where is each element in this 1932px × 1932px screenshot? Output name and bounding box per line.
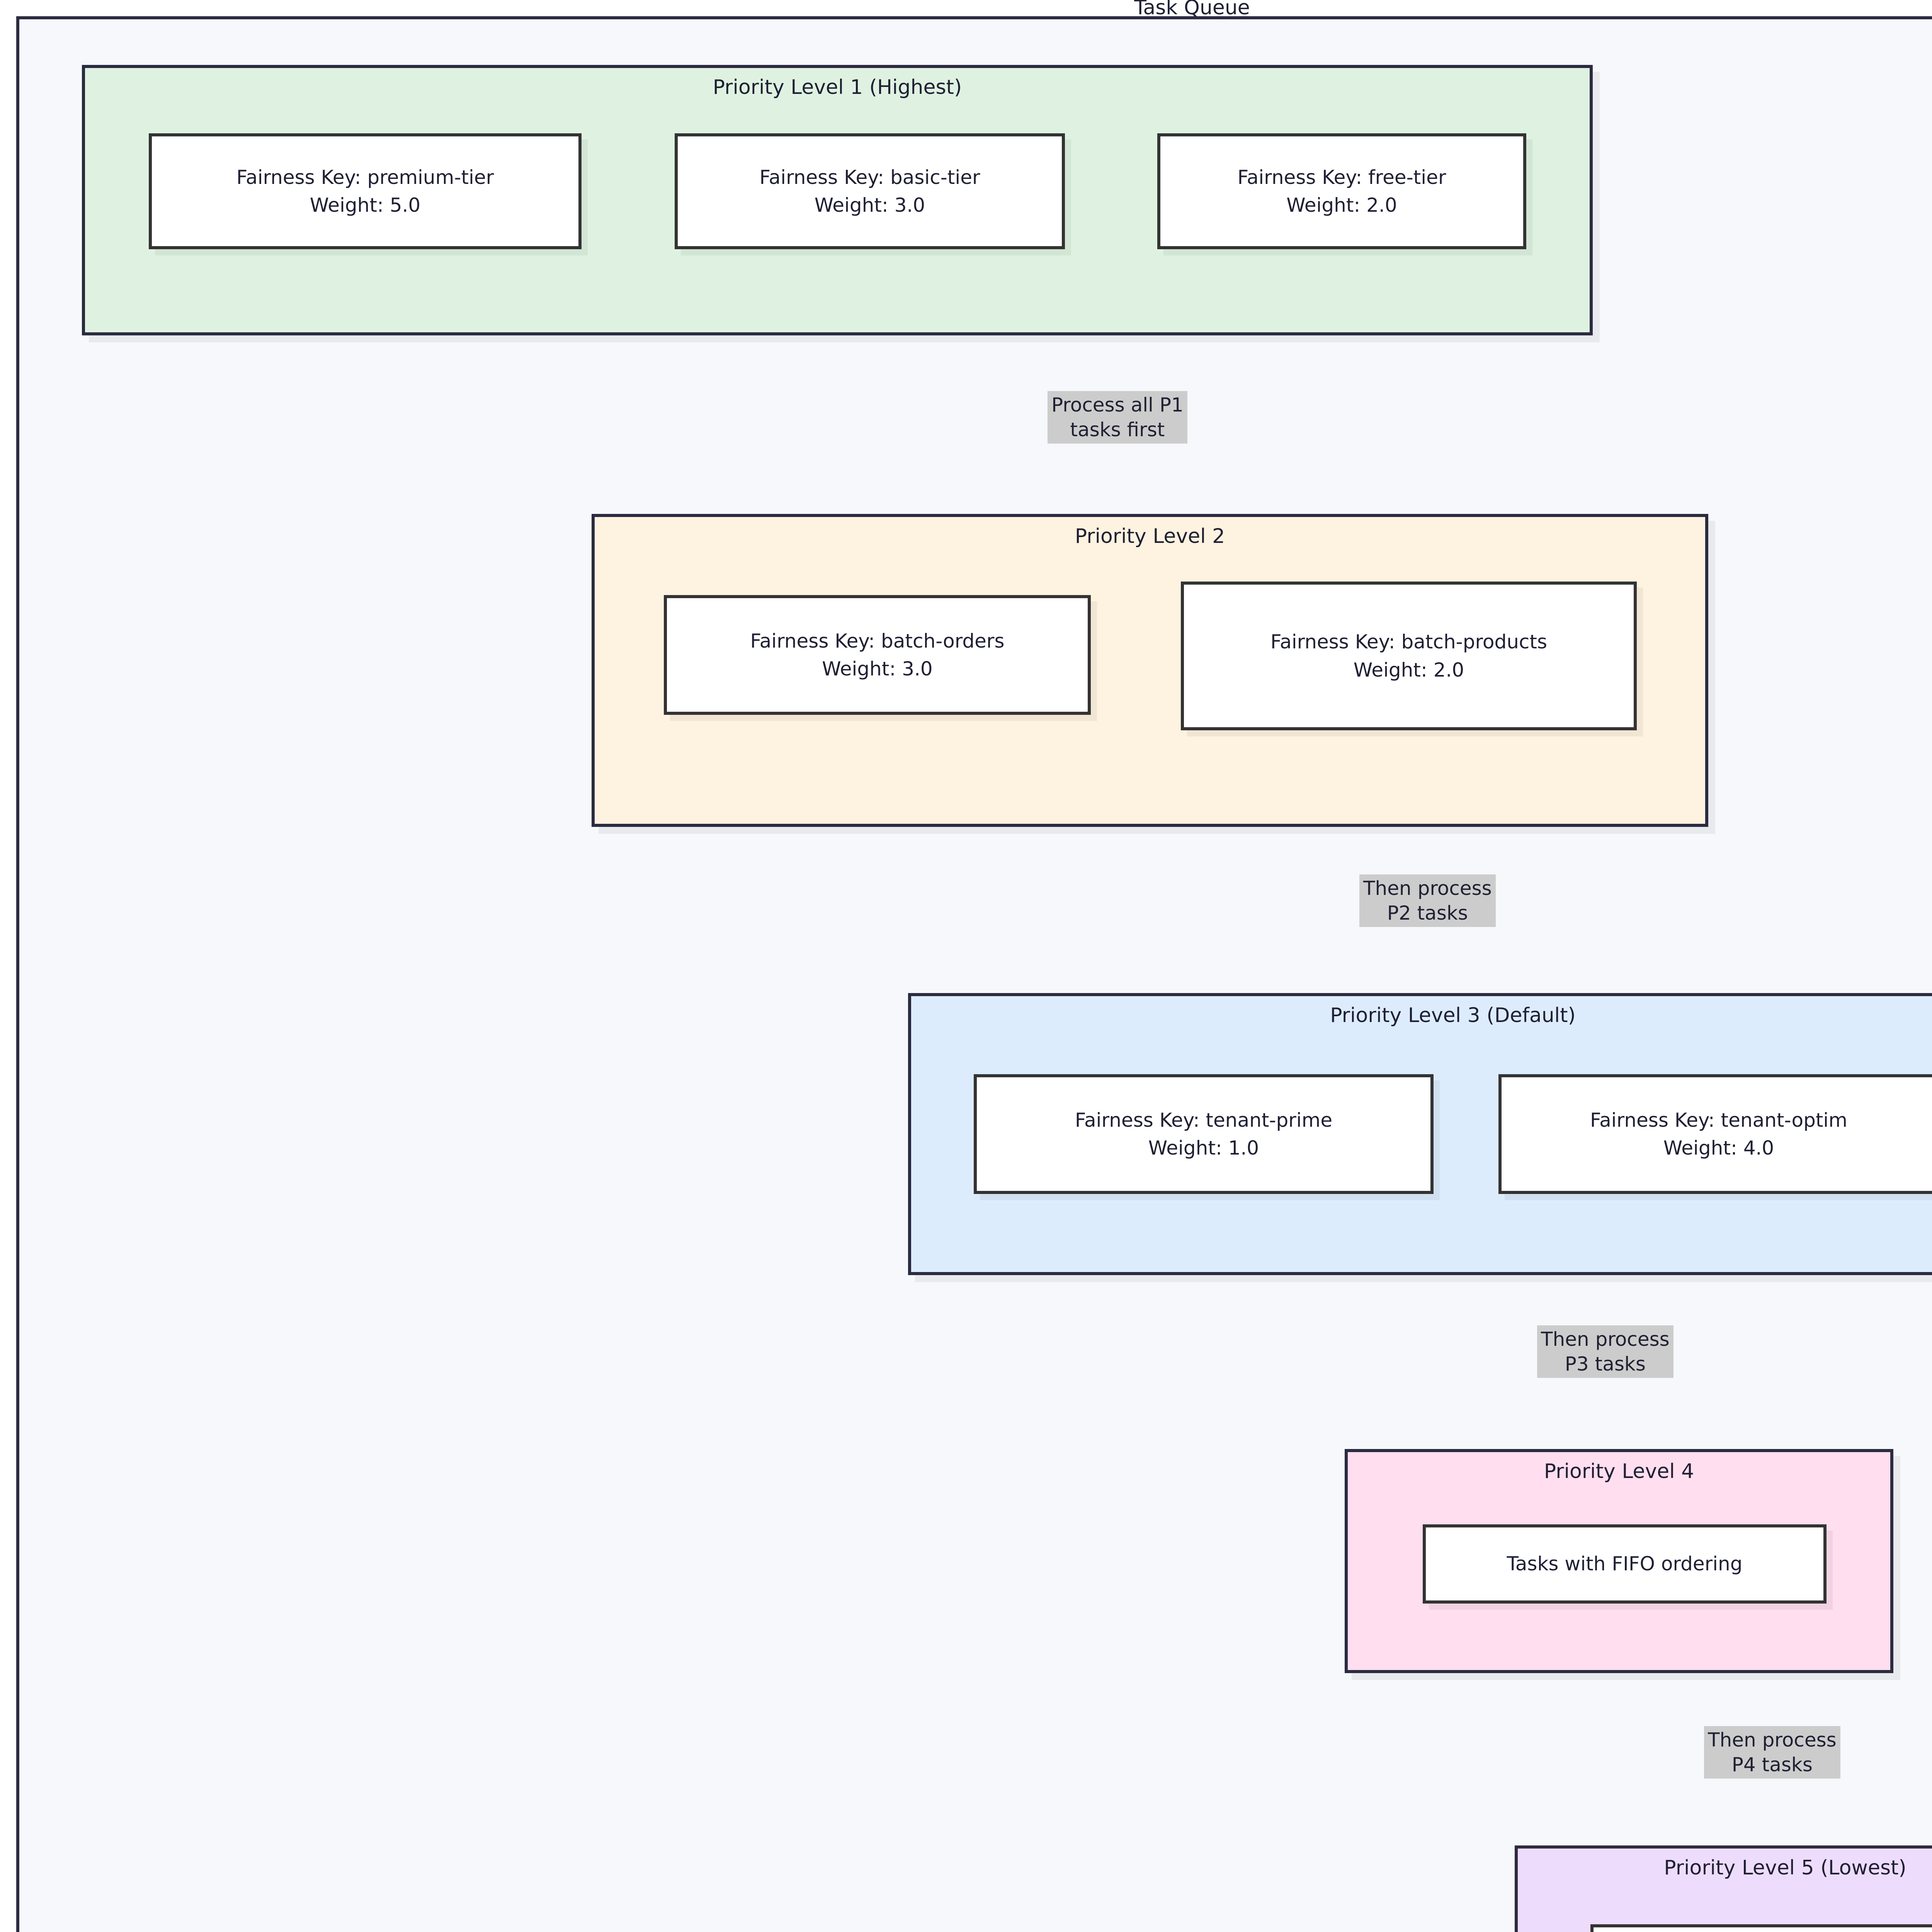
fairness-key-label: Fairness Key: tenant-prime: [1075, 1109, 1333, 1131]
edge-label-line1: Then process: [1541, 1328, 1670, 1350]
edge-label-line2: P2 tasks: [1387, 902, 1468, 924]
edge-label-line1: Then process: [1708, 1729, 1837, 1751]
weight-label: Weight: 3.0: [822, 658, 933, 680]
fairness-key-label: Fairness Key: batch-orders: [750, 629, 1005, 652]
edge-label-process-all-p1-tasks-first: Process all P1 tasks first: [1048, 391, 1187, 444]
node-fairness-key-premium-tier[interactable]: Fairness Key: premium-tier Weight: 5.0: [149, 133, 582, 249]
edge-label-then-process-p2-tasks: Then process P2 tasks: [1359, 874, 1496, 927]
node-fairness-key-tenant-optim[interactable]: Fairness Key: tenant-optim Weight: 4.0: [1498, 1074, 1932, 1194]
weight-label: Weight: 5.0: [310, 194, 421, 216]
node-tasks-with-fifo-ordering-p5[interactable]: Tasks with FIFO ordering: [1590, 1924, 1932, 1932]
cluster-priority-level-5: Priority Level 5 (Lowest): [1515, 1845, 1932, 1932]
fairness-key-label: Fairness Key: free-tier: [1237, 166, 1446, 189]
node-tasks-with-fifo-ordering-p4[interactable]: Tasks with FIFO ordering: [1423, 1524, 1827, 1604]
fairness-key-label: Fairness Key: premium-tier: [236, 166, 494, 189]
node-fairness-key-batch-orders[interactable]: Fairness Key: batch-orders Weight: 3.0: [664, 595, 1091, 715]
weight-label: Weight: 4.0: [1663, 1137, 1774, 1159]
weight-label: Weight: 3.0: [814, 194, 925, 216]
fairness-key-label: Fairness Key: batch-products: [1270, 631, 1548, 653]
cluster-title-priority-level-5: Priority Level 5 (Lowest): [1664, 1856, 1906, 1879]
node-fairness-key-free-tier[interactable]: Fairness Key: free-tier Weight: 2.0: [1157, 133, 1526, 249]
edge-label-line2: P4 tasks: [1731, 1753, 1813, 1776]
node-fairness-key-basic-tier[interactable]: Fairness Key: basic-tier Weight: 3.0: [675, 133, 1065, 249]
edge-label-then-process-p3-tasks: Then process P3 tasks: [1537, 1325, 1673, 1378]
edge-label-line1: Then process: [1363, 877, 1492, 900]
weight-label: Weight: 1.0: [1148, 1137, 1259, 1159]
edge-label-line2: tasks first: [1070, 418, 1165, 441]
weight-label: Weight: 2.0: [1353, 658, 1464, 681]
weight-label: Weight: 2.0: [1286, 194, 1397, 216]
node-fairness-key-tenant-prime[interactable]: Fairness Key: tenant-prime Weight: 1.0: [974, 1074, 1434, 1194]
cluster-title-priority-level-2: Priority Level 2: [1075, 525, 1225, 548]
fairness-key-label: Fairness Key: basic-tier: [759, 166, 980, 189]
edge-label-then-process-p4-tasks: Then process P4 tasks: [1704, 1726, 1840, 1779]
fifo-label: Tasks with FIFO ordering: [1507, 1553, 1743, 1575]
cluster-title-priority-level-1: Priority Level 1 (Highest): [713, 76, 962, 99]
cluster-title-task-queue: Task Queue: [1134, 0, 1250, 19]
edge-label-line1: Process all P1: [1051, 394, 1184, 416]
edge-label-line2: P3 tasks: [1565, 1353, 1646, 1375]
fairness-key-label: Fairness Key: tenant-optim: [1590, 1109, 1848, 1131]
node-fairness-key-batch-products[interactable]: Fairness Key: batch-products Weight: 2.0: [1181, 582, 1637, 730]
cluster-title-priority-level-3: Priority Level 3 (Default): [1330, 1004, 1576, 1027]
cluster-title-priority-level-4: Priority Level 4: [1544, 1460, 1694, 1483]
